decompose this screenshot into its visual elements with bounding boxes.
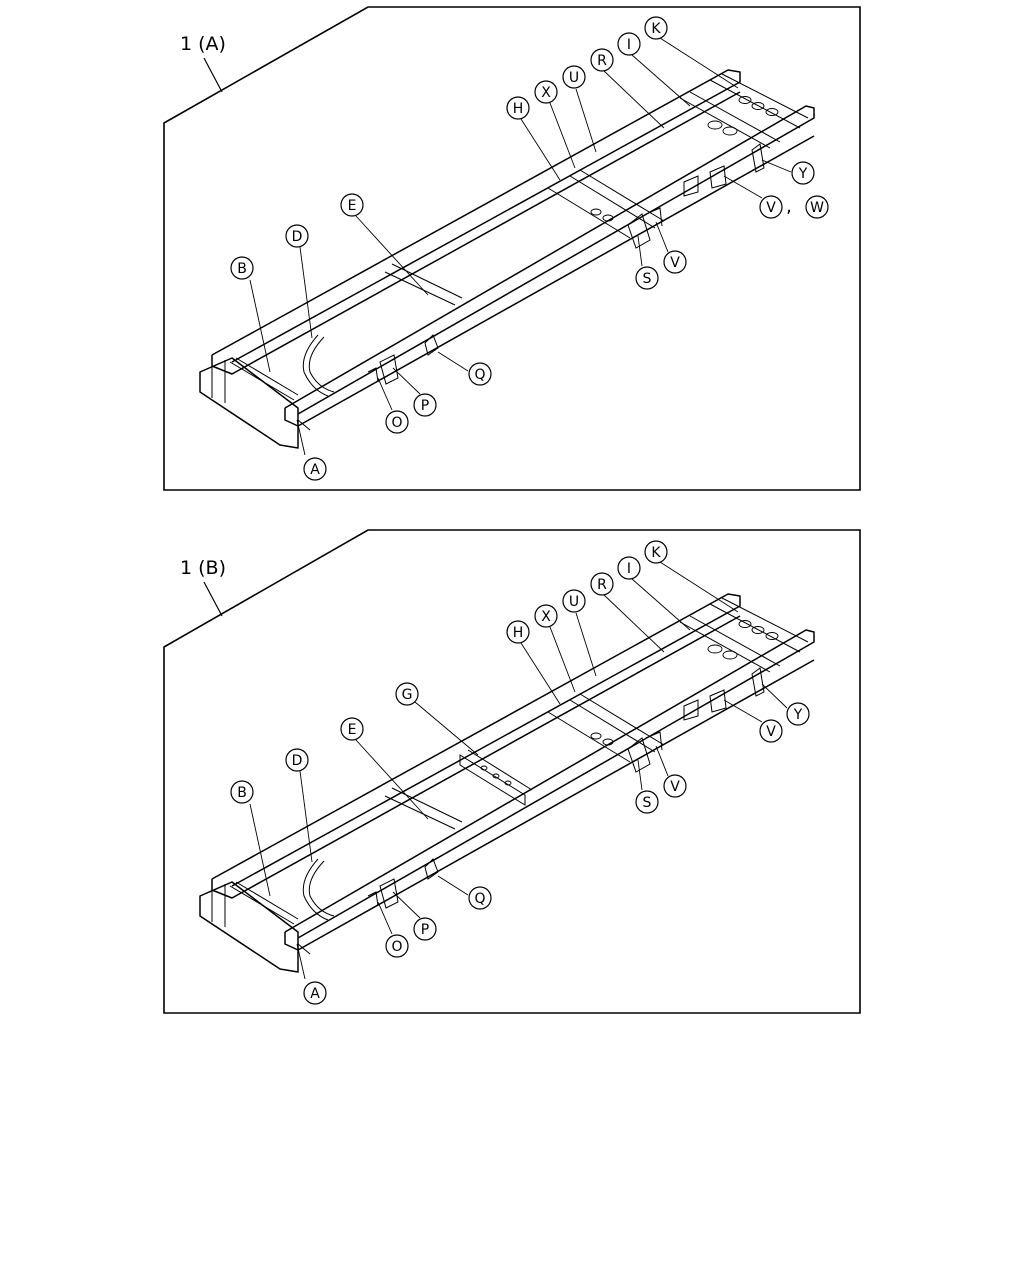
chassis-frame-drawing <box>199 593 815 973</box>
callout-d: D <box>285 748 309 772</box>
callout-y: Y <box>791 161 815 185</box>
callout-d: D <box>285 224 309 248</box>
callout-o: O <box>385 410 409 434</box>
callout-h: H <box>506 96 530 120</box>
callout-i: I <box>617 32 641 56</box>
svg-text:R: R <box>597 577 607 593</box>
svg-text:K: K <box>651 21 661 37</box>
callout-x: X <box>534 604 558 628</box>
callout-e: E <box>340 193 364 217</box>
svg-text:V: V <box>766 200 776 216</box>
callout-r: R <box>590 572 614 596</box>
svg-text:Q: Q <box>474 891 485 907</box>
svg-text:W: W <box>810 200 824 216</box>
svg-text:B: B <box>237 785 247 801</box>
callout-a: A <box>303 457 327 481</box>
callout-q: Q <box>468 362 492 386</box>
callout-k: K <box>644 16 668 40</box>
svg-text:V: V <box>670 779 680 795</box>
panel-frame <box>163 529 861 1014</box>
svg-text:I: I <box>627 561 631 577</box>
svg-text:I: I <box>627 37 631 53</box>
svg-text:O: O <box>391 939 402 955</box>
svg-text:V: V <box>670 255 680 271</box>
callout-w: W <box>805 195 829 219</box>
svg-text:Y: Y <box>798 166 808 182</box>
callout-u: U <box>562 65 586 89</box>
svg-text:S: S <box>643 795 652 811</box>
callout-o: O <box>385 934 409 958</box>
callout-k: K <box>644 540 668 564</box>
svg-text:V: V <box>766 724 776 740</box>
svg-text:X: X <box>541 85 551 101</box>
svg-text:A: A <box>310 986 320 1002</box>
svg-text:Y: Y <box>793 707 803 723</box>
callout-q: Q <box>468 886 492 910</box>
callout-v-mid: V <box>663 250 687 274</box>
svg-text:D: D <box>292 753 303 769</box>
chassis-frame-drawing <box>199 69 815 449</box>
panel-1a: 1 (A) <box>163 6 861 491</box>
callout-r: R <box>590 48 614 72</box>
svg-text:S: S <box>643 271 652 287</box>
svg-text:G: G <box>402 687 413 703</box>
callout-separator: , <box>786 196 792 217</box>
svg-text:D: D <box>292 229 303 245</box>
panel-1b: 1 (B) <box>163 529 861 1014</box>
callout-s: S <box>635 266 659 290</box>
callout-v-mid: V <box>663 774 687 798</box>
svg-text:H: H <box>513 101 524 117</box>
callouts: A B D E G H X U R I K Y V S V Q O P <box>230 540 810 1005</box>
callout-v-rear: V <box>759 719 783 743</box>
svg-text:K: K <box>651 545 661 561</box>
svg-text:B: B <box>237 261 247 277</box>
callout-p: P <box>413 393 437 417</box>
svg-text:P: P <box>421 922 429 938</box>
callout-leaders <box>249 561 788 980</box>
svg-text:Q: Q <box>474 367 485 383</box>
callout-b: B <box>230 780 254 804</box>
callout-v-rear: V <box>759 195 783 219</box>
svg-text:P: P <box>421 398 429 414</box>
svg-text:A: A <box>310 462 320 478</box>
callout-g: G <box>395 682 419 706</box>
svg-text:E: E <box>348 198 357 214</box>
panel-frame <box>163 6 861 491</box>
callout-y: Y <box>786 702 810 726</box>
callout-x: X <box>534 80 558 104</box>
callout-u: U <box>562 589 586 613</box>
panel-title: 1 (B) <box>180 557 226 579</box>
panel-title: 1 (A) <box>180 33 226 55</box>
callout-e: E <box>340 717 364 741</box>
callout-b: B <box>230 256 254 280</box>
callout-p: P <box>413 917 437 941</box>
svg-text:E: E <box>348 722 357 738</box>
callouts: A B D E H X U R I K Y V , W S V Q O P <box>230 16 829 481</box>
callout-a: A <box>303 981 327 1005</box>
callout-i: I <box>617 556 641 580</box>
svg-text:X: X <box>541 609 551 625</box>
title-leader <box>203 581 223 617</box>
title-leader <box>203 57 223 93</box>
svg-text:U: U <box>569 594 579 610</box>
svg-text:R: R <box>597 53 607 69</box>
callout-h: H <box>506 620 530 644</box>
callout-s: S <box>635 790 659 814</box>
svg-text:U: U <box>569 70 579 86</box>
callout-leaders <box>249 37 792 456</box>
svg-text:O: O <box>391 415 402 431</box>
svg-text:H: H <box>513 625 524 641</box>
